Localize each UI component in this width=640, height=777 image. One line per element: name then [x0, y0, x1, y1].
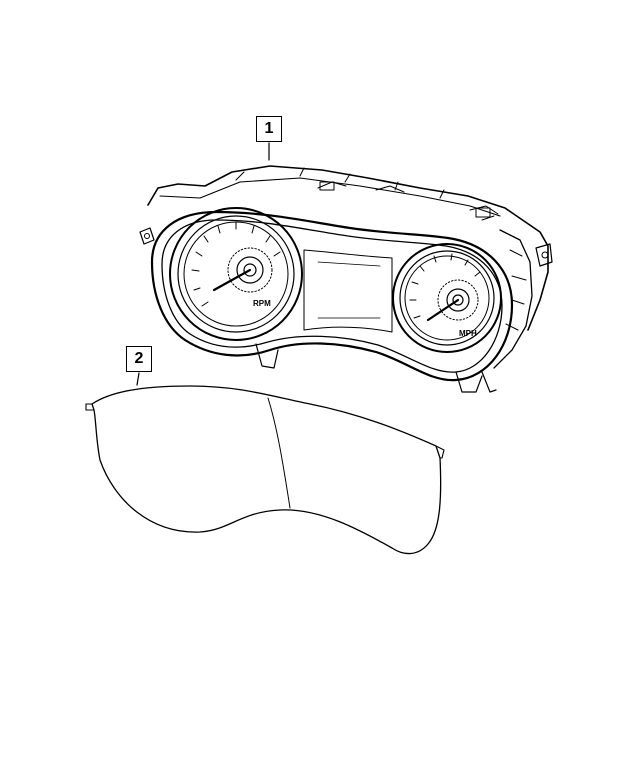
tachometer-gauge: RPM: [169, 207, 303, 341]
callout-2: 2: [126, 346, 152, 372]
callout-1: 1: [256, 116, 282, 142]
tachometer-label: RPM: [253, 299, 271, 308]
leader-line-2: [136, 372, 140, 386]
cluster-lens: [85, 385, 445, 555]
instrument-cluster: RPM MPH: [139, 165, 553, 393]
speedometer-label: MPH: [459, 329, 477, 338]
speedometer-gauge: MPH: [392, 243, 502, 353]
